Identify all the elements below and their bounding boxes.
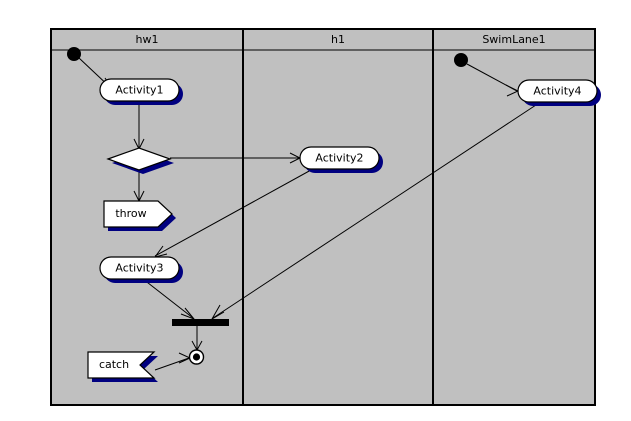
swimlane-label-hw1: hw1 [136,33,159,46]
join-bar[interactable] [172,319,229,326]
initial-node-hw1[interactable] [67,47,81,61]
send-signal-node-throw[interactable]: throw [103,200,176,231]
action-node-activity3[interactable]: Activity3 [99,256,183,283]
action-label-activity4: Activity4 [533,85,581,98]
action-label-activity3: Activity3 [115,262,163,275]
send-signal-label-throw: throw [115,207,146,220]
receive-signal-node-catch[interactable]: catch [87,351,158,382]
swimlane-label-h1: h1 [331,33,345,46]
action-node-activity1[interactable]: Activity1 [99,78,183,105]
action-node-activity4[interactable]: Activity4 [517,79,601,106]
action-node-activity2[interactable]: Activity2 [299,146,383,173]
swimlane-label-swimlane1: SwimLane1 [482,33,545,46]
initial-node-swimlane1[interactable] [454,53,468,67]
decision-node[interactable] [106,147,174,174]
action-label-activity2: Activity2 [315,152,363,165]
action-label-activity1: Activity1 [115,84,163,97]
final-node[interactable] [188,349,205,365]
receive-signal-label-catch: catch [99,358,129,371]
